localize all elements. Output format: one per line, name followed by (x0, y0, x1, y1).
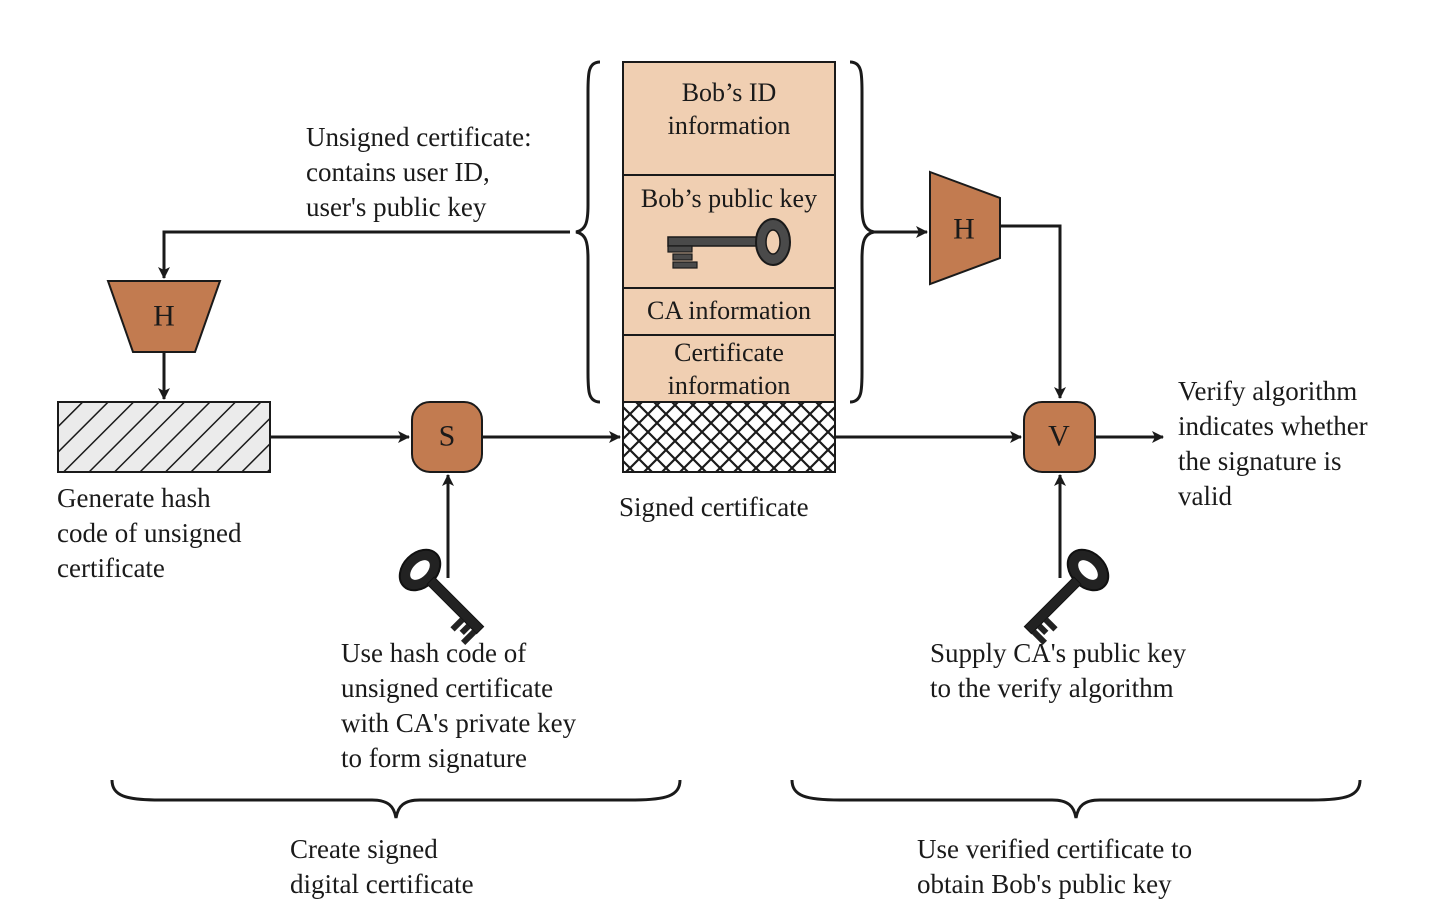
right-certificate-brace (849, 60, 875, 404)
unsigned-certificate-box (622, 61, 836, 403)
use-verified-label: Use verified certificate to obtain Bob's… (917, 834, 1193, 899)
certificate-row-id: Bob’s ID information (667, 78, 791, 140)
signature-block (622, 401, 836, 473)
left-certificate-brace (575, 60, 601, 404)
hash-function-left: H (106, 280, 222, 353)
svg-text:S: S (439, 420, 456, 453)
svg-text:H: H (153, 300, 175, 333)
ca-public-key-icon (1023, 548, 1110, 645)
hash-to-verify-arrow (1000, 224, 1066, 399)
hash-code-box (57, 401, 271, 473)
certificate-row-public-key: Bob’s public key (640, 184, 818, 213)
signed-certificate-label: Signed certificate (619, 492, 809, 522)
svg-text:V: V (1048, 420, 1070, 453)
generate-hash-label: Generate hash code of unsigned certifica… (57, 483, 242, 583)
use-verified-brace (790, 779, 1362, 819)
unsigned-certificate-label: Unsigned certificate: contains user ID, … (306, 122, 532, 222)
private-key-icon (398, 548, 485, 645)
verify-function: V (1023, 401, 1096, 473)
verify-result-label: Verify algorithm indicates whether the s… (1178, 376, 1368, 511)
svg-text:H: H (953, 213, 975, 246)
create-signed-label: Create signed digital certificate (290, 834, 474, 899)
certificate-row-cert-info: Certificate information (667, 338, 791, 400)
hash-function-right: H (929, 170, 1001, 286)
supply-key-label: Supply CA's public key to the verify alg… (930, 638, 1187, 703)
sign-function: S (411, 401, 483, 473)
unsigned-to-hash-arrow (158, 230, 570, 279)
use-hash-code-label: Use hash code of unsigned certificate wi… (341, 638, 577, 773)
key-icon (667, 218, 791, 269)
certificate-row-ca-info: CA information (647, 296, 811, 325)
create-signed-brace (110, 779, 682, 819)
